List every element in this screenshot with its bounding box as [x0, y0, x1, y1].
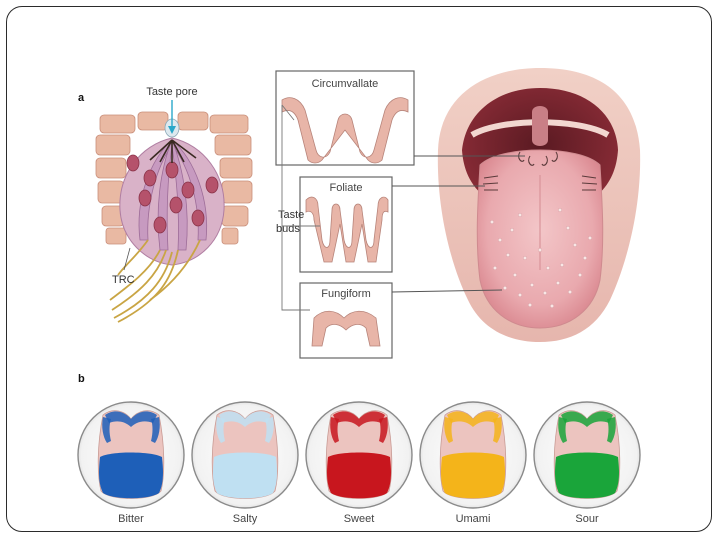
taste-zone-back: [441, 452, 505, 499]
taste-maps: Bitter Salty Sweet Umami Sour: [77, 401, 641, 525]
taste-zone-back: [327, 452, 391, 499]
taste-zone-tip: [447, 411, 499, 427]
taste-zone-right: [265, 417, 274, 443]
taste-zone-tip: [333, 411, 385, 427]
taste-map-sour: Sour: [533, 401, 641, 525]
tongue-illustration: [391, 68, 641, 342]
taste-zone-left: [444, 417, 453, 443]
taste-zone-right: [607, 417, 616, 443]
taste-buds-line-1: Taste: [278, 209, 304, 221]
panel-a-letter: a: [78, 92, 85, 104]
taste-zone-back: [99, 452, 163, 499]
taste-label-sweet: Sweet: [344, 513, 375, 525]
taste-buds-connector: [281, 104, 320, 311]
taste-zone-right: [379, 417, 388, 443]
taste-label-bitter: Bitter: [118, 513, 144, 525]
taste-bud-illustration: [95, 100, 253, 323]
taste-zone-tip: [561, 411, 613, 427]
taste-zone-left: [558, 417, 567, 443]
fungiform-label: Fungiform: [321, 288, 371, 300]
taste-label-sour: Sour: [575, 513, 599, 525]
circumvallate-label: Circumvallate: [312, 78, 379, 90]
taste-zone-left: [216, 417, 225, 443]
taste-zone-back: [555, 452, 619, 499]
taste-label-salty: Salty: [233, 513, 258, 525]
taste-map-bitter: Bitter: [77, 401, 185, 525]
taste-buds-line-2: buds: [276, 223, 300, 235]
circumvallate-box: [275, 70, 415, 166]
panel-b-letter: b: [78, 373, 85, 385]
taste-zone-tip: [105, 411, 157, 427]
trc-label: TRC: [112, 274, 135, 286]
taste-label-umami: Umami: [456, 513, 491, 525]
taste-zone-tip: [219, 411, 271, 427]
taste-zone-right: [493, 417, 502, 443]
taste-zone-right: [151, 417, 160, 443]
foliate-label: Foliate: [329, 182, 362, 194]
fungiform-box: [299, 282, 393, 359]
taste-zone-left: [102, 417, 111, 443]
foliate-box: [299, 176, 393, 273]
taste-map-sweet: Sweet: [305, 401, 413, 525]
trc-pointer: [123, 247, 131, 271]
taste-zone-back: [213, 452, 277, 499]
taste-pore-label: Taste pore: [146, 86, 197, 98]
taste-map-salty: Salty: [191, 401, 299, 525]
taste-zone-left: [330, 417, 339, 443]
taste-map-umami: Umami: [419, 401, 527, 525]
